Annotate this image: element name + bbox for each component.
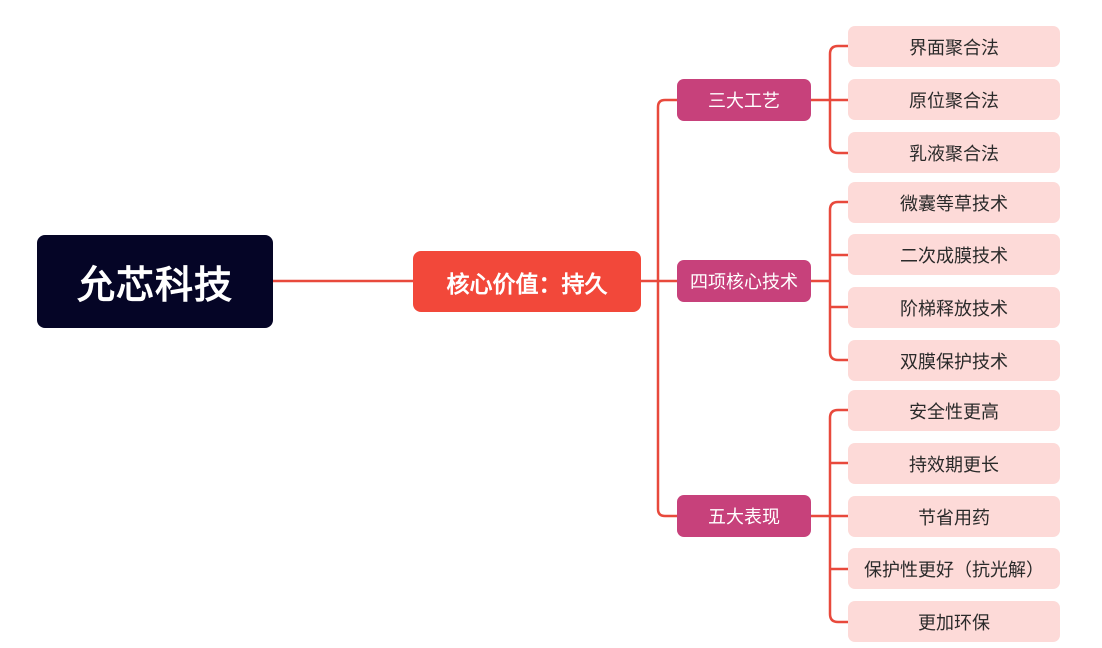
branch-node-processes[interactable]: 三大工艺 xyxy=(677,79,811,121)
connector-branch-1 xyxy=(809,44,850,155)
leaf-node[interactable]: 安全性更高 xyxy=(848,390,1060,431)
leaf-node[interactable]: 更加环保 xyxy=(848,601,1060,642)
branch-node-performance[interactable]: 五大表现 xyxy=(677,495,811,537)
connector-core-branches xyxy=(639,98,679,518)
leaf-node[interactable]: 界面聚合法 xyxy=(848,26,1060,67)
root-node[interactable]: 允芯科技 xyxy=(37,235,273,328)
branch-node-core-technologies[interactable]: 四项核心技术 xyxy=(677,260,811,302)
leaf-node[interactable]: 阶梯释放技术 xyxy=(848,287,1060,328)
leaf-node[interactable]: 原位聚合法 xyxy=(848,79,1060,120)
core-value-node[interactable]: 核心价值：持久 xyxy=(413,251,641,312)
leaf-node[interactable]: 乳液聚合法 xyxy=(848,132,1060,173)
connector-branch-2 xyxy=(809,200,850,362)
leaf-node[interactable]: 二次成膜技术 xyxy=(848,234,1060,275)
leaf-node[interactable]: 节省用药 xyxy=(848,496,1060,537)
leaf-node[interactable]: 双膜保护技术 xyxy=(848,340,1060,381)
leaf-node[interactable]: 微囊等草技术 xyxy=(848,182,1060,223)
connector-branch-3 xyxy=(809,408,850,624)
leaf-node[interactable]: 保护性更好（抗光解） xyxy=(848,548,1060,589)
leaf-node[interactable]: 持效期更长 xyxy=(848,443,1060,484)
